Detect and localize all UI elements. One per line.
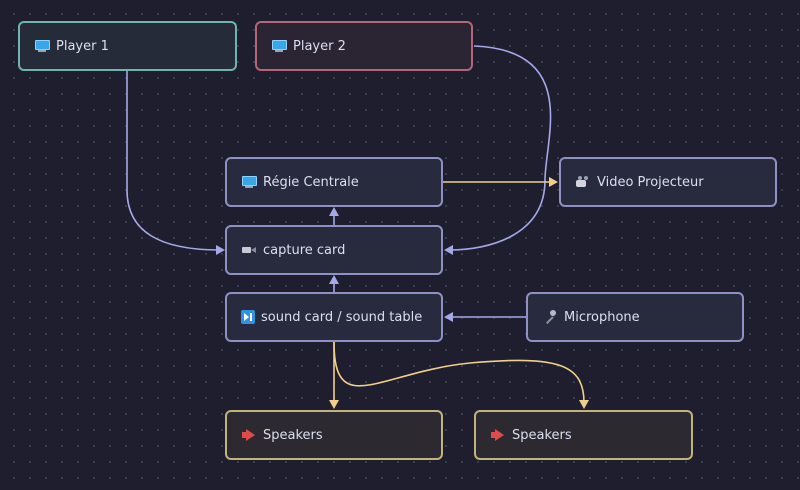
node-speakers-right[interactable]: Speakers bbox=[474, 410, 693, 460]
desktop-computer-icon bbox=[34, 39, 50, 53]
node-label: Speakers bbox=[512, 427, 572, 443]
node-player-1[interactable]: Player 1 bbox=[18, 21, 237, 71]
edge-soundcard-to-speakers-right bbox=[333, 341, 589, 409]
arrowhead bbox=[579, 400, 589, 409]
node-video-projecteur[interactable]: Video Projecteur bbox=[559, 157, 777, 207]
edge-line bbox=[448, 45, 552, 251]
node-label: Player 2 bbox=[293, 38, 346, 54]
edge-microphone-to-soundcard bbox=[444, 312, 526, 322]
arrowhead bbox=[549, 177, 558, 187]
node-label: Microphone bbox=[564, 309, 640, 325]
microphone-icon bbox=[542, 310, 558, 324]
node-sound-card[interactable]: sound card / sound table bbox=[225, 292, 443, 342]
arrowhead bbox=[329, 275, 339, 284]
video-camera-icon bbox=[241, 243, 257, 257]
edge-soundcard-to-capture bbox=[329, 275, 339, 292]
arrowhead bbox=[444, 245, 453, 255]
edge-line bbox=[126, 71, 221, 251]
node-label: Video Projecteur bbox=[597, 174, 704, 190]
node-label: Régie Centrale bbox=[263, 174, 359, 190]
arrowhead bbox=[329, 207, 339, 216]
arrowhead bbox=[216, 245, 225, 255]
loudspeaker-icon bbox=[490, 428, 506, 442]
edge-player2-to-capture bbox=[444, 45, 552, 255]
arrowhead bbox=[444, 312, 453, 322]
node-label: capture card bbox=[263, 242, 346, 258]
node-microphone[interactable]: Microphone bbox=[526, 292, 744, 342]
film-projector-icon bbox=[575, 175, 591, 189]
node-label: sound card / sound table bbox=[261, 309, 423, 325]
node-speakers-left[interactable]: Speakers bbox=[225, 410, 443, 460]
node-label: Speakers bbox=[263, 427, 323, 443]
edge-soundcard-to-speakers-left bbox=[329, 342, 339, 409]
edge-player1-to-capture bbox=[126, 71, 225, 255]
loudspeaker-icon bbox=[241, 428, 257, 442]
node-capture-card[interactable]: capture card bbox=[225, 225, 443, 275]
desktop-computer-icon bbox=[241, 175, 257, 189]
arrowhead bbox=[329, 400, 339, 409]
edge-regie-to-projector bbox=[443, 177, 558, 187]
play-pause-icon bbox=[241, 310, 255, 324]
edge-line bbox=[333, 341, 585, 404]
node-label: Player 1 bbox=[56, 38, 109, 54]
desktop-computer-icon bbox=[271, 39, 287, 53]
node-player-2[interactable]: Player 2 bbox=[255, 21, 473, 71]
edge-capture-to-regie bbox=[329, 207, 339, 225]
node-regie-centrale[interactable]: Régie Centrale bbox=[225, 157, 443, 207]
